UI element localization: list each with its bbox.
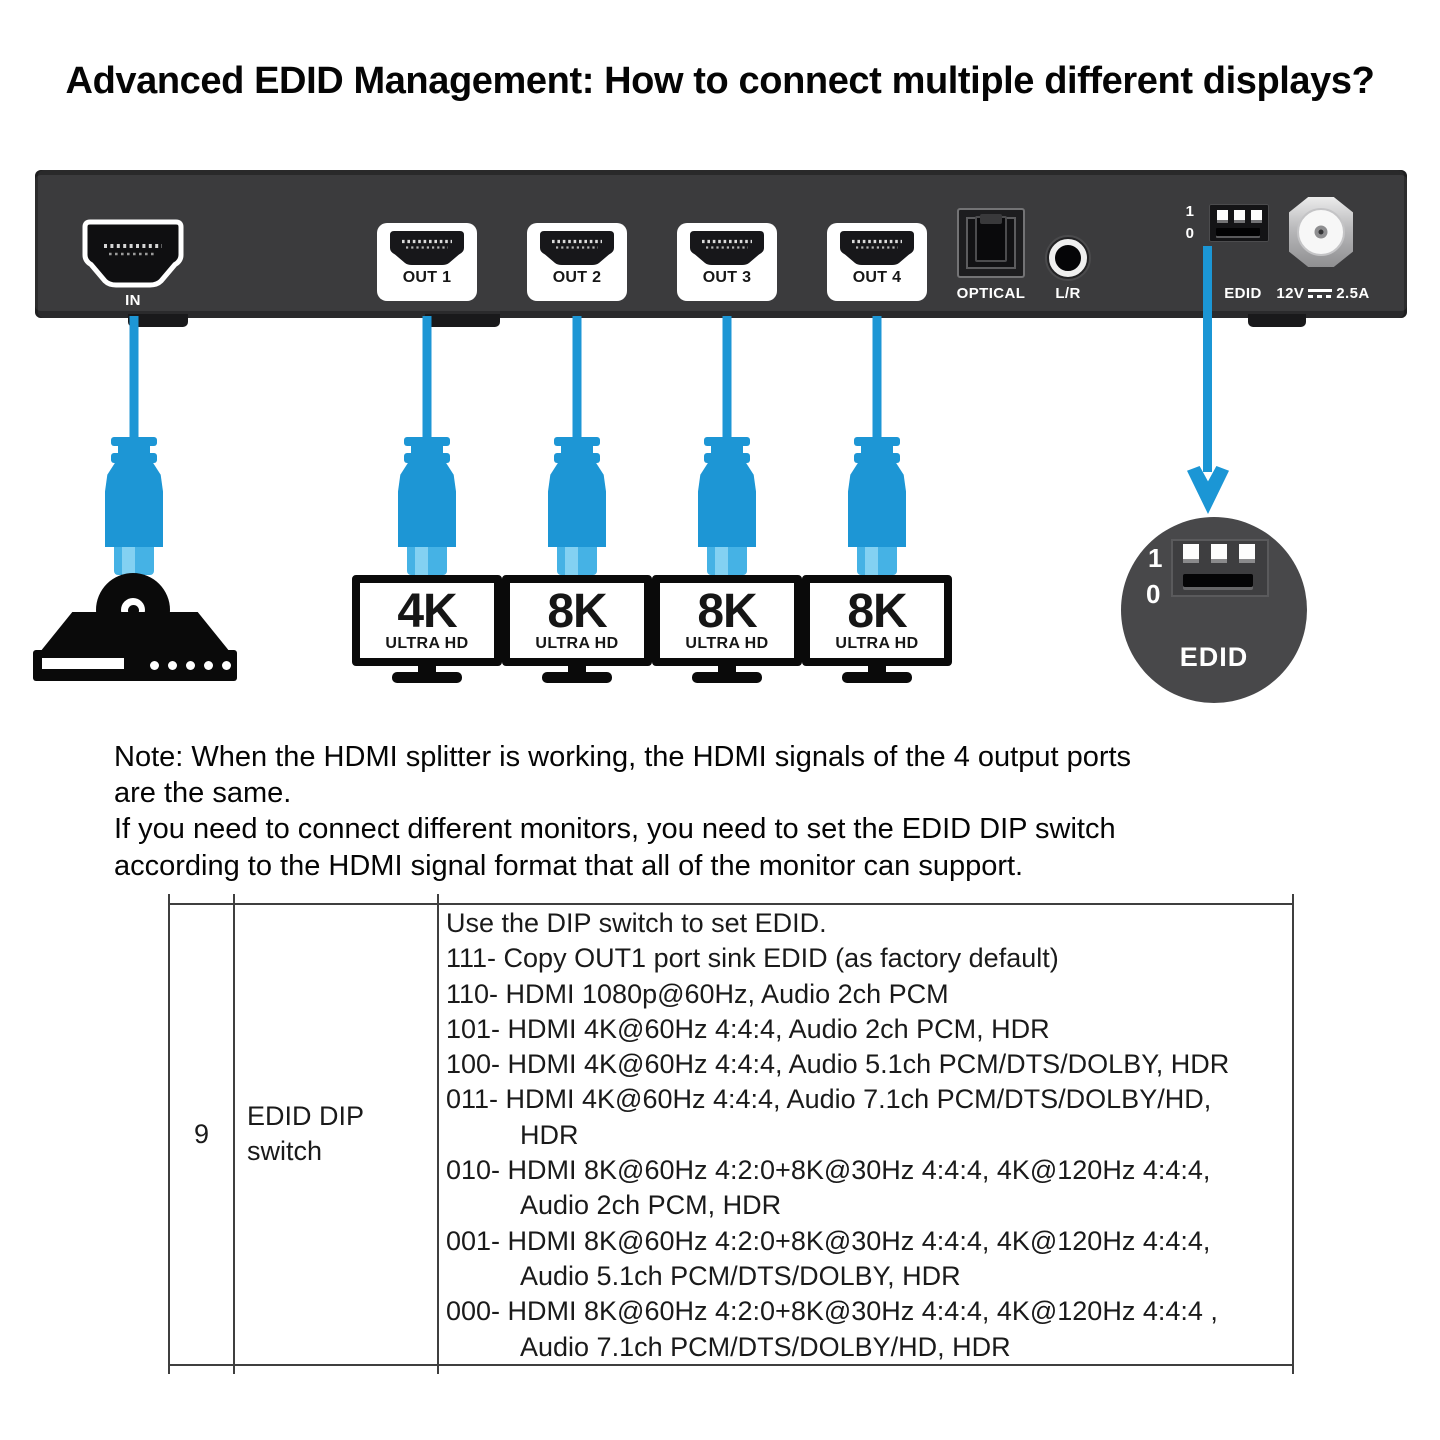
monitor-resolution: 4K [397, 585, 457, 638]
monitor-resolution: 8K [547, 585, 607, 638]
note-text: Note: When the HDMI splitter is working,… [114, 739, 1374, 884]
monitor-sub-label: ULTRA HD [535, 635, 619, 652]
note-line: Note: When the HDMI splitter is working,… [114, 741, 1132, 773]
panel-foot [1248, 314, 1306, 327]
lr-label: L/R [1055, 285, 1081, 302]
out3-label: OUT 3 [702, 269, 752, 286]
in-port-label: IN [125, 292, 141, 309]
down-arrow-icon [1187, 466, 1229, 514]
hdmi-out2-port: OUT 2 [527, 223, 627, 301]
edid-spec-table: 9 EDID DIP switch Use the DIP switch to … [168, 894, 1294, 1374]
hdmi-port-icon [840, 231, 914, 265]
note-line: according to the HDMI signal format that… [114, 849, 1024, 882]
monitor-8k-icon: 8K ULTRA HD [802, 575, 952, 666]
optical-port-icon [957, 208, 1025, 278]
hdmi-cable-icon [397, 316, 457, 575]
dip-switch-3 [1239, 544, 1255, 559]
hdmi-cable-icon [697, 316, 757, 575]
monitor-4k-icon: 4K ULTRA HD [352, 575, 502, 666]
dip-switch-1 [1183, 544, 1199, 559]
power-volts: 12V [1276, 285, 1305, 302]
dip-position-1-label: 1 [1185, 203, 1194, 220]
monitor-8k-icon: 8K ULTRA HD [502, 575, 652, 666]
monitor-resolution: 8K [847, 585, 907, 638]
dip-switch-1 [1217, 210, 1228, 220]
hdmi-in-port-icon [82, 219, 184, 291]
out1-label: OUT 1 [402, 269, 452, 286]
hdmi-out3-port: OUT 3 [677, 223, 777, 301]
callout-line [1203, 246, 1212, 472]
edid-port-label: EDID [1224, 285, 1262, 302]
hdmi-out4-port: OUT 4 [827, 223, 927, 301]
dip-position-0-label: 0 [1146, 579, 1161, 609]
hdmi-port-icon [390, 231, 464, 265]
table-row-number: 9 [193, 1118, 210, 1149]
note-line: are the same. [114, 777, 292, 810]
panel-foot [425, 314, 500, 327]
table-row-description: Use the DIP switch to set EDID. 111- Cop… [446, 908, 1230, 1362]
dip-position-1-label: 1 [1148, 543, 1163, 573]
dip-switch-2 [1211, 544, 1227, 559]
note-line: If you need to connect different monitor… [114, 813, 1116, 846]
optical-label: OPTICAL [956, 285, 1026, 302]
dvd-player-icon [28, 570, 240, 685]
monitor-sub-label: ULTRA HD [835, 635, 919, 652]
power-amps: 2.5A [1336, 285, 1370, 302]
dip-switch-3 [1251, 210, 1262, 220]
edid-callout-label: EDID [1179, 642, 1249, 672]
hdmi-cable-icon [104, 316, 164, 575]
monitor-8k-icon: 8K ULTRA HD [652, 575, 802, 666]
panel-foot [128, 314, 188, 327]
page-title: Advanced EDID Management: How to connect… [65, 60, 1375, 102]
hdmi-port-icon [690, 231, 764, 265]
audio-jack-icon [1045, 235, 1091, 281]
table-row-title: EDID DIP switch [247, 1101, 365, 1166]
out2-label: OUT 2 [552, 269, 602, 286]
power-jack-icon [1289, 197, 1353, 267]
monitor-sub-label: ULTRA HD [385, 635, 469, 652]
dc-symbol-icon [1308, 287, 1333, 300]
hdmi-out1-port: OUT 1 [377, 223, 477, 301]
hdmi-cable-icon [847, 316, 907, 575]
edid-dip-callout: 1 0 EDID [1121, 517, 1307, 703]
out4-label: OUT 4 [852, 269, 902, 286]
monitor-resolution: 8K [697, 585, 757, 638]
monitor-sub-label: ULTRA HD [685, 635, 769, 652]
hdmi-cable-icon [547, 316, 607, 575]
dip-switch-2 [1234, 210, 1245, 220]
power-label: 12V 2.5A [1268, 285, 1378, 302]
dip-switch-icon [1209, 204, 1269, 242]
hdmi-port-icon [540, 231, 614, 265]
dip-position-0-label: 0 [1185, 225, 1194, 242]
